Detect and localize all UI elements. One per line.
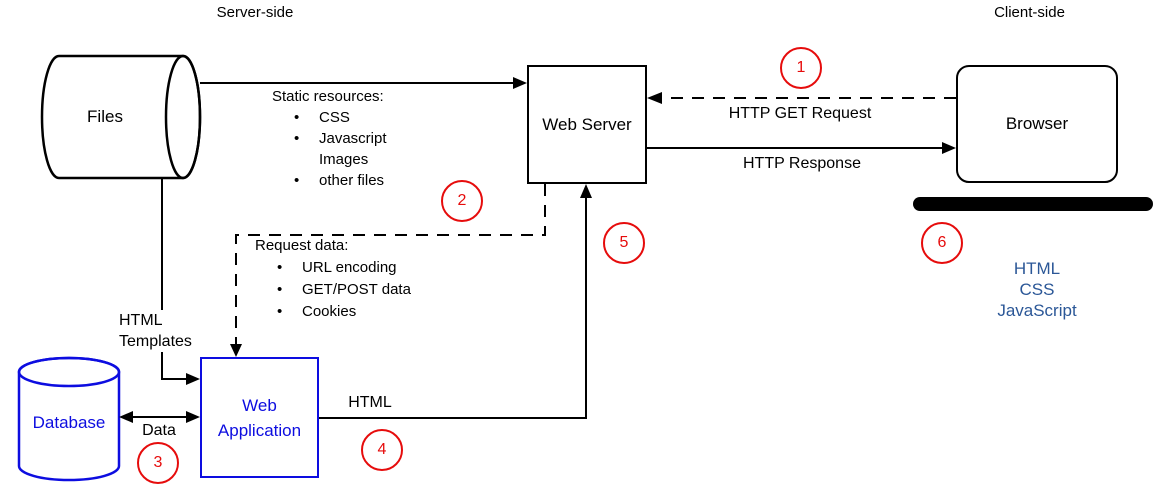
browser-label: Browser bbox=[1005, 114, 1069, 133]
step-1-badge: 1 bbox=[780, 47, 822, 89]
list-item: • CSS bbox=[272, 109, 387, 130]
arrow-database-webapp-bidirectional bbox=[119, 411, 200, 423]
static-resources-title: Static resources: bbox=[272, 88, 384, 105]
bullet-dot: • bbox=[294, 172, 300, 189]
server-side-title: Server-side bbox=[216, 4, 294, 21]
list-item: • URL encoding bbox=[255, 259, 411, 281]
bullet-dot bbox=[272, 151, 319, 172]
static-resources-item: Images bbox=[319, 151, 369, 168]
html-templates-line1: HTML bbox=[119, 312, 163, 329]
static-resources-item: CSS bbox=[319, 109, 350, 126]
client-stack-item: HTML bbox=[1013, 259, 1061, 278]
arrow-webapp-to-webserver bbox=[319, 184, 592, 419]
web-server-label: Web Server bbox=[542, 114, 632, 134]
step-6-badge: 6 bbox=[921, 222, 963, 264]
html-label: HTML bbox=[348, 394, 392, 411]
database-cylinder bbox=[17, 356, 121, 482]
static-resources-item: other files bbox=[319, 172, 385, 189]
client-stack-item: JavaScript bbox=[997, 301, 1077, 320]
web-application-label-line2: Application bbox=[217, 420, 302, 440]
bullet-dot: • bbox=[294, 109, 300, 126]
static-resources-note: Static resources: • CSS • Javascript Ima… bbox=[272, 88, 387, 193]
list-item: • Cookies bbox=[255, 303, 411, 325]
step-5-badge: 5 bbox=[603, 222, 645, 264]
request-data-title: Request data: bbox=[255, 237, 349, 254]
step-3-badge: 3 bbox=[137, 442, 179, 484]
arrow-webserver-to-webapp-dashed bbox=[230, 184, 546, 357]
list-item: Images bbox=[272, 151, 387, 172]
arrow-webserver-to-browser bbox=[647, 142, 956, 154]
files-node-label: Files bbox=[87, 107, 123, 126]
static-resources-item: Javascript bbox=[319, 130, 387, 147]
arrow-files-to-webserver bbox=[200, 77, 527, 89]
database-node-label: Database bbox=[32, 413, 106, 432]
web-server-node: Web Server bbox=[527, 65, 647, 184]
files-cylinder bbox=[40, 54, 202, 180]
http-response-label: HTTP Response bbox=[743, 155, 861, 172]
client-stack-list: HTML CSS JavaScript bbox=[987, 258, 1087, 321]
request-data-note: Request data: • URL encoding • GET/POST … bbox=[255, 237, 411, 325]
http-get-request-label: HTTP GET Request bbox=[728, 105, 872, 122]
arrow-browser-to-webserver-dashed bbox=[647, 92, 956, 104]
laptop-base-bar bbox=[913, 197, 1153, 211]
list-item: • other files bbox=[272, 172, 387, 193]
browser-node: Browser bbox=[956, 65, 1118, 183]
request-data-item: Cookies bbox=[302, 303, 357, 320]
data-label: Data bbox=[134, 421, 184, 440]
web-application-label-line1: Web bbox=[242, 395, 277, 415]
client-side-title: Client-side bbox=[994, 4, 1065, 21]
bullet-dot: • bbox=[277, 303, 283, 320]
html-templates-label: HTML Templates bbox=[117, 310, 194, 352]
bullet-dot: • bbox=[277, 259, 283, 276]
step-2-badge: 2 bbox=[441, 180, 483, 222]
bullet-dot: • bbox=[277, 281, 283, 298]
bullet-dot: • bbox=[294, 130, 300, 147]
arrow-files-to-webapp bbox=[161, 178, 200, 385]
list-item: • Javascript bbox=[272, 130, 387, 151]
client-stack-item: CSS bbox=[1019, 280, 1055, 299]
html-templates-line2: Templates bbox=[119, 333, 192, 350]
request-data-item: URL encoding bbox=[302, 259, 397, 276]
list-item: • GET/POST data bbox=[255, 281, 411, 303]
step-4-badge: 4 bbox=[361, 429, 403, 471]
web-application-node: Web Application bbox=[200, 357, 319, 478]
request-data-item: GET/POST data bbox=[302, 281, 411, 298]
